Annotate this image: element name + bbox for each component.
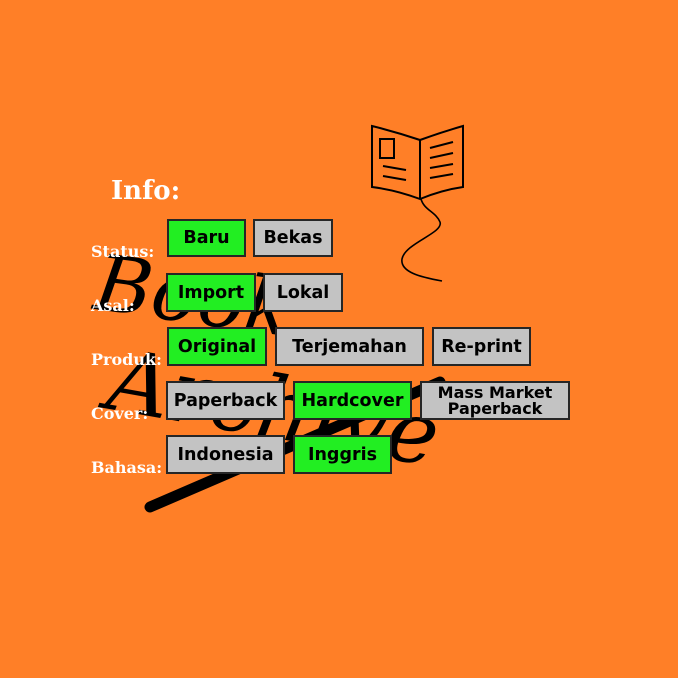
bahasa-option-indonesia[interactable]: Indonesia (166, 435, 285, 474)
info-heading: Info: (111, 176, 181, 206)
bahasa-option-inggris[interactable]: Inggris (293, 435, 392, 474)
status-label: Status: (91, 242, 155, 261)
asal-label: Asal: (91, 296, 135, 315)
produk-label: Produk: (91, 350, 162, 369)
cover-option-paperback[interactable]: Paperback (166, 381, 285, 420)
cover-option-mass-market-paperback[interactable]: Mass Market Paperback (420, 381, 570, 420)
cover-option-line-1: Mass Market (437, 383, 553, 402)
open-book-balloon-icon (371, 124, 464, 282)
produk-option-reprint[interactable]: Re-print (432, 327, 531, 366)
bahasa-label: Bahasa: (91, 458, 163, 477)
status-option-baru[interactable]: Baru (167, 219, 246, 257)
produk-option-terjemahan[interactable]: Terjemahan (275, 327, 424, 366)
cover-option-hardcover[interactable]: Hardcover (293, 381, 412, 420)
asal-option-lokal[interactable]: Lokal (263, 273, 343, 312)
cover-label: Cover: (91, 404, 149, 423)
cover-option-line-2: Paperback (447, 398, 543, 418)
produk-option-original[interactable]: Original (167, 327, 267, 366)
status-option-bekas[interactable]: Bekas (253, 219, 333, 257)
asal-option-import[interactable]: Import (166, 273, 256, 312)
